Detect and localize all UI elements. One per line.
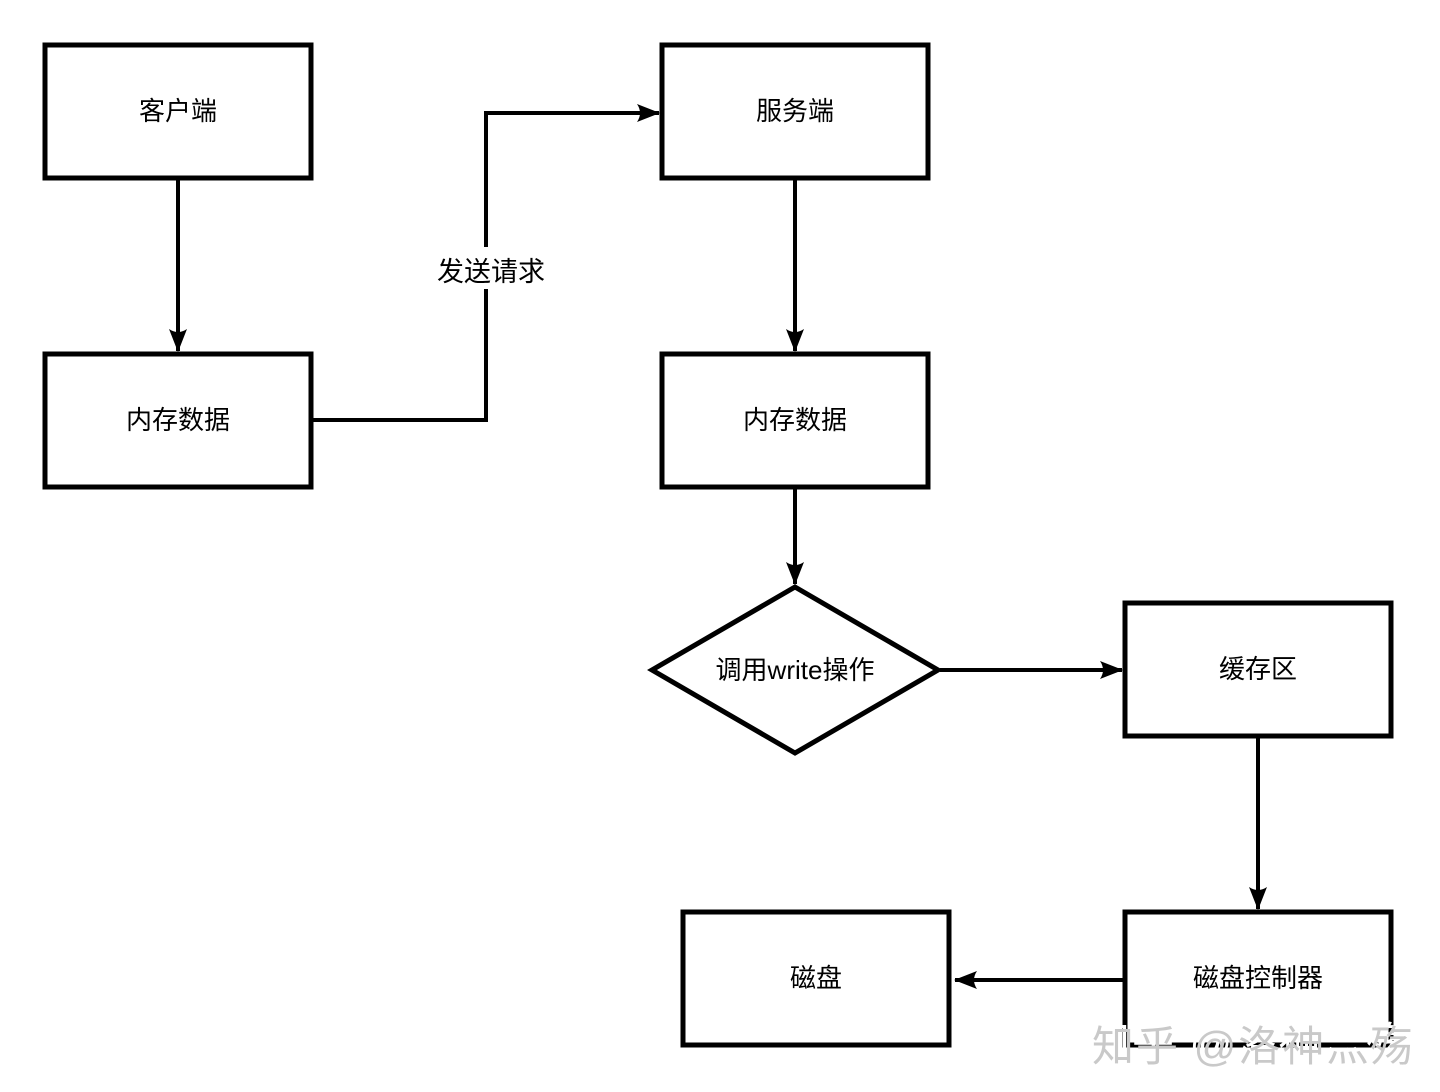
node-disk-controller-box (1122, 909, 1394, 1048)
watermark-text: 知乎 @洛神灬殇 (1092, 1023, 1414, 1070)
node-client-box (42, 42, 314, 181)
node-disk-label: 磁盘 (790, 963, 842, 993)
node-memory-server-label: 内存数据 (743, 405, 847, 435)
send-request-label: 发送请求 (437, 257, 545, 287)
node-write-decision-label: 调用write操作 (716, 655, 875, 685)
node-buffer-box (1122, 600, 1394, 739)
node-server-label: 服务端 (756, 96, 834, 126)
node-server-box (659, 42, 931, 181)
node-memory-client-box (42, 351, 314, 490)
node-buffer-label: 缓存区 (1219, 654, 1297, 684)
node-memory-server-box (659, 351, 931, 490)
node-client-label: 客户端 (139, 96, 217, 126)
watermark-shadow: 知乎 @洛神灬殇 (1088, 1019, 1410, 1066)
node-disk-box (680, 909, 952, 1048)
send-request-label-bg (428, 247, 556, 289)
node-memory-client-label: 内存数据 (126, 405, 230, 435)
node-disk-controller-label: 磁盘控制器 (1193, 963, 1323, 993)
node-write-decision-diamond (647, 584, 943, 756)
